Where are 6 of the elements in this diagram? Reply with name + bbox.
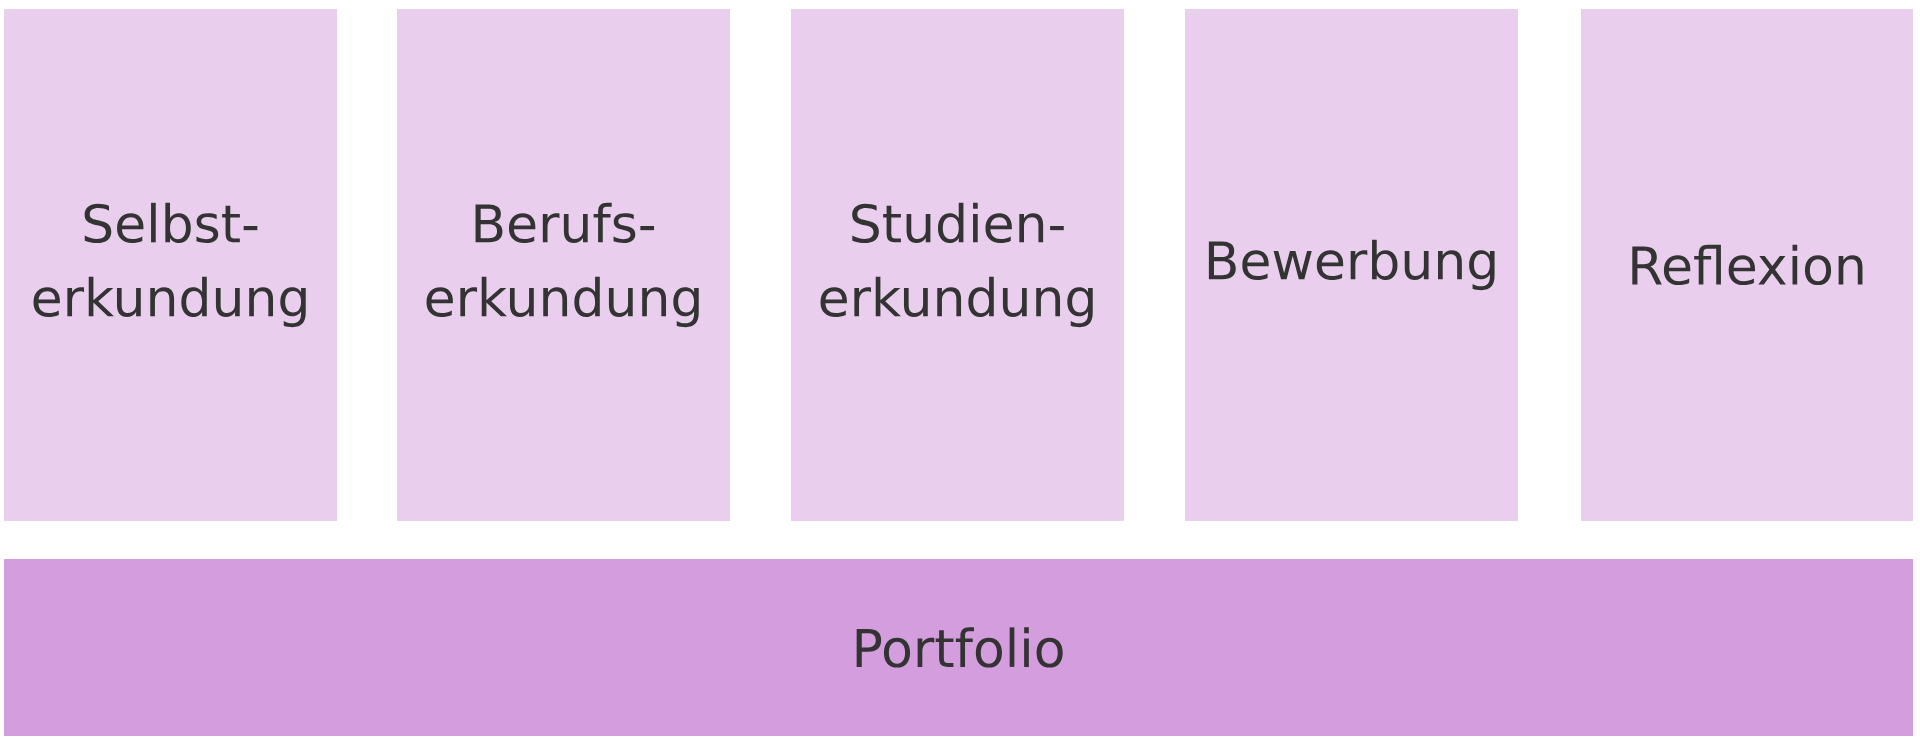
stage-box: Berufs- erkundung: [397, 9, 730, 521]
stage-box: Bewerbung: [1185, 9, 1518, 521]
stage-box: Selbst- erkundung: [4, 9, 337, 521]
base-bar: Portfolio: [4, 559, 1913, 736]
stage-box: Studien- erkundung: [791, 9, 1124, 521]
stage-box: Reflexion: [1581, 9, 1913, 521]
